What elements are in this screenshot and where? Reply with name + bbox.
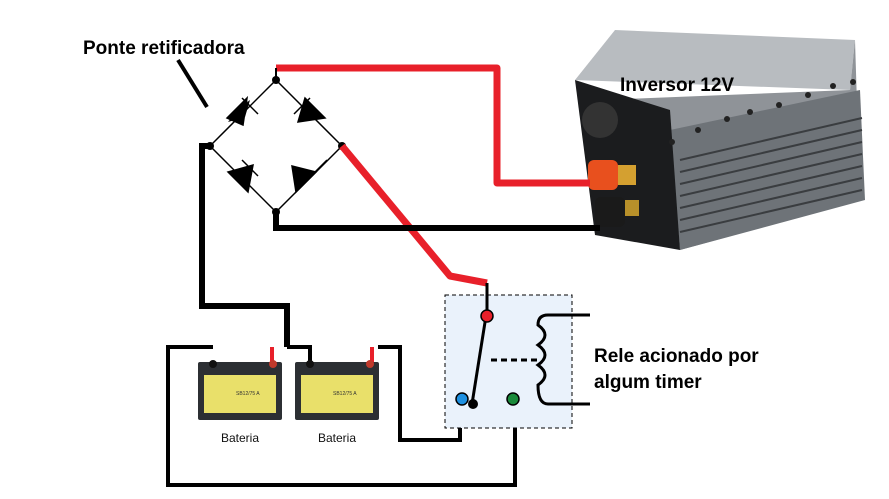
negative-terminal-icon	[306, 360, 314, 368]
inverter-label: Inversor 12V	[620, 75, 734, 96]
diode-icon	[225, 95, 259, 127]
relay-nc-terminal	[455, 392, 469, 406]
battery-model: SB12/75 A	[236, 391, 260, 397]
relay-switch-arm	[470, 315, 488, 405]
positive-terminal-icon	[588, 160, 618, 190]
diode-icon	[226, 159, 259, 194]
bridge-rectifier	[209, 79, 343, 213]
battery-2-label: Bateria	[318, 431, 356, 445]
relay	[444, 283, 590, 429]
diode-icon	[293, 96, 327, 123]
wire-battery-to-relay-no	[166, 345, 517, 487]
wire-bridge-to-battery	[199, 143, 290, 347]
relay-box	[444, 294, 573, 429]
positive-wire-to-inverter	[276, 64, 590, 187]
relay-coil-icon	[535, 313, 590, 406]
relay-label-line1: Rele acionado por	[594, 346, 759, 367]
inverter: Inversor 12V	[575, 30, 865, 250]
negative-terminal-icon	[595, 197, 625, 227]
relay-label-line2: algum timer	[594, 372, 702, 393]
label-pointer	[176, 58, 209, 109]
negative-terminal-icon	[209, 360, 217, 368]
negative-terminal-stud	[625, 200, 639, 216]
bridge-nodes	[206, 76, 346, 216]
relay-common-terminal	[480, 309, 494, 323]
diode-icon	[291, 159, 328, 194]
bridge-label: Ponte retificadora	[83, 38, 245, 59]
positive-terminal-stud	[618, 165, 636, 185]
battery-model: SB12/75 A	[333, 391, 357, 397]
inverter-heatsink	[670, 90, 865, 250]
negative-wire-to-inverter	[273, 212, 600, 231]
positive-wire-to-relay	[339, 143, 488, 287]
screws	[669, 79, 856, 145]
battery-1-label: Bateria	[221, 431, 259, 445]
positive-terminal-icon	[366, 360, 374, 368]
battery-series-wire	[287, 345, 312, 365]
inverter-top	[575, 30, 855, 90]
relay-no-terminal	[506, 392, 520, 406]
fan-grille-icon	[582, 102, 618, 138]
heatsink-fins	[679, 117, 863, 233]
battery-1: SB12/75 A Bateria	[198, 360, 282, 445]
battery-2: SB12/75 A Bateria	[295, 360, 379, 445]
positive-terminal-icon	[269, 360, 277, 368]
